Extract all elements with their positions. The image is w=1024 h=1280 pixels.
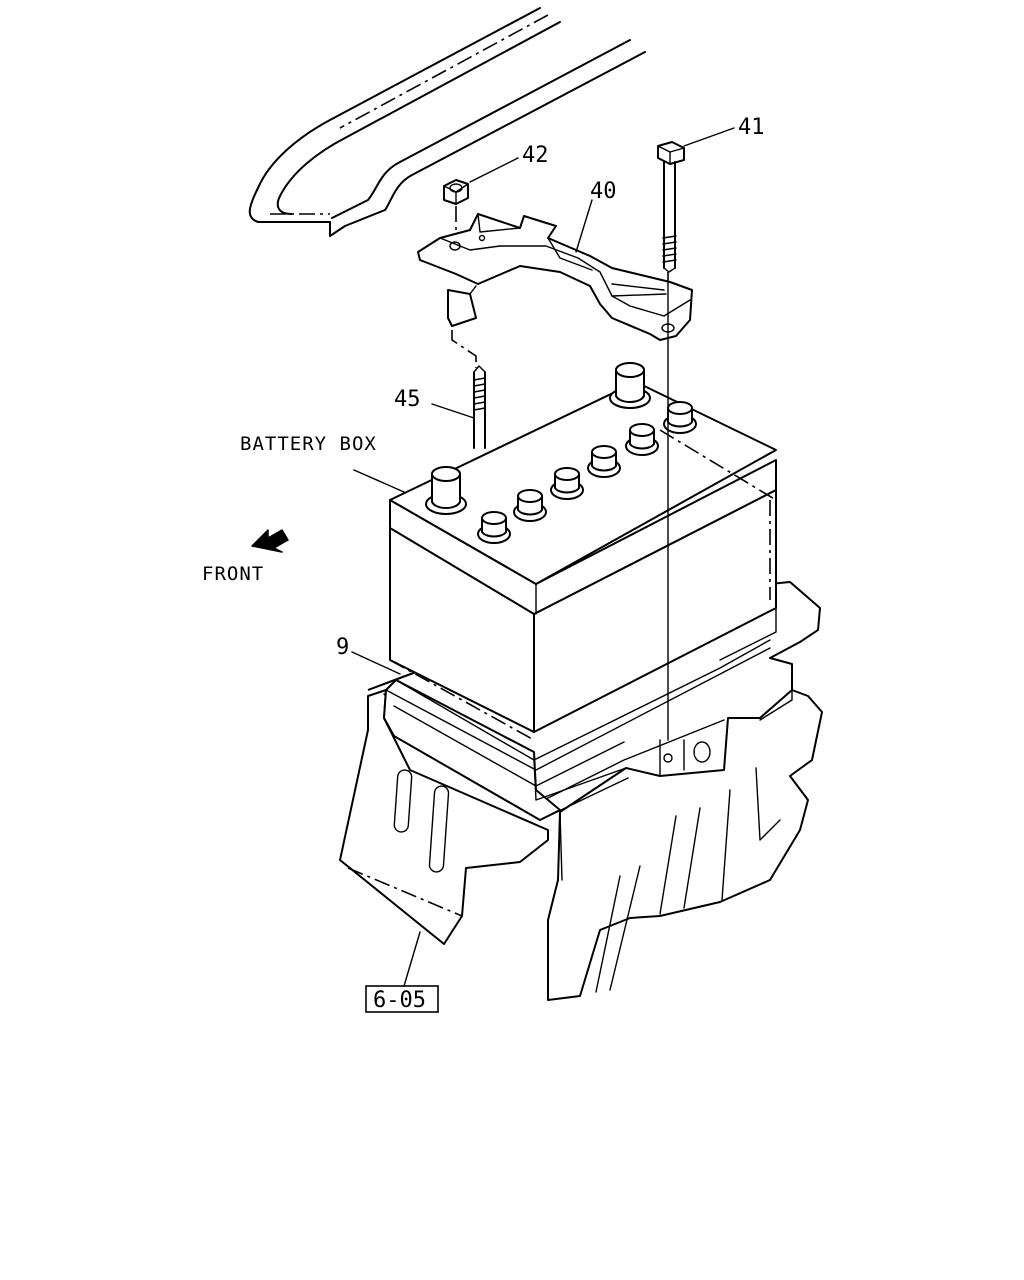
terminal-right [609, 362, 651, 409]
terminal-left [425, 466, 467, 515]
reference-box [365, 985, 439, 1013]
nut-42 [443, 179, 469, 240]
front-arrow-icon [251, 529, 289, 553]
stud-45 [473, 365, 486, 449]
battery [383, 362, 777, 821]
cell-caps [477, 401, 697, 544]
battery-box-label: BATTERY BOX [240, 433, 377, 455]
callout-40: 40 [590, 179, 617, 204]
callout-41: 41 [738, 115, 765, 140]
callout-45: 45 [394, 387, 421, 412]
callout-42: 42 [522, 143, 549, 168]
bracket-40 [417, 213, 693, 368]
reference-label[interactable]: 6-05 [373, 988, 426, 1013]
bolt-41 [657, 141, 685, 273]
callout-9: 9 [336, 635, 349, 660]
front-label: FRONT [202, 563, 264, 585]
leader-lines [351, 127, 735, 987]
frame-rail [248, 7, 646, 237]
